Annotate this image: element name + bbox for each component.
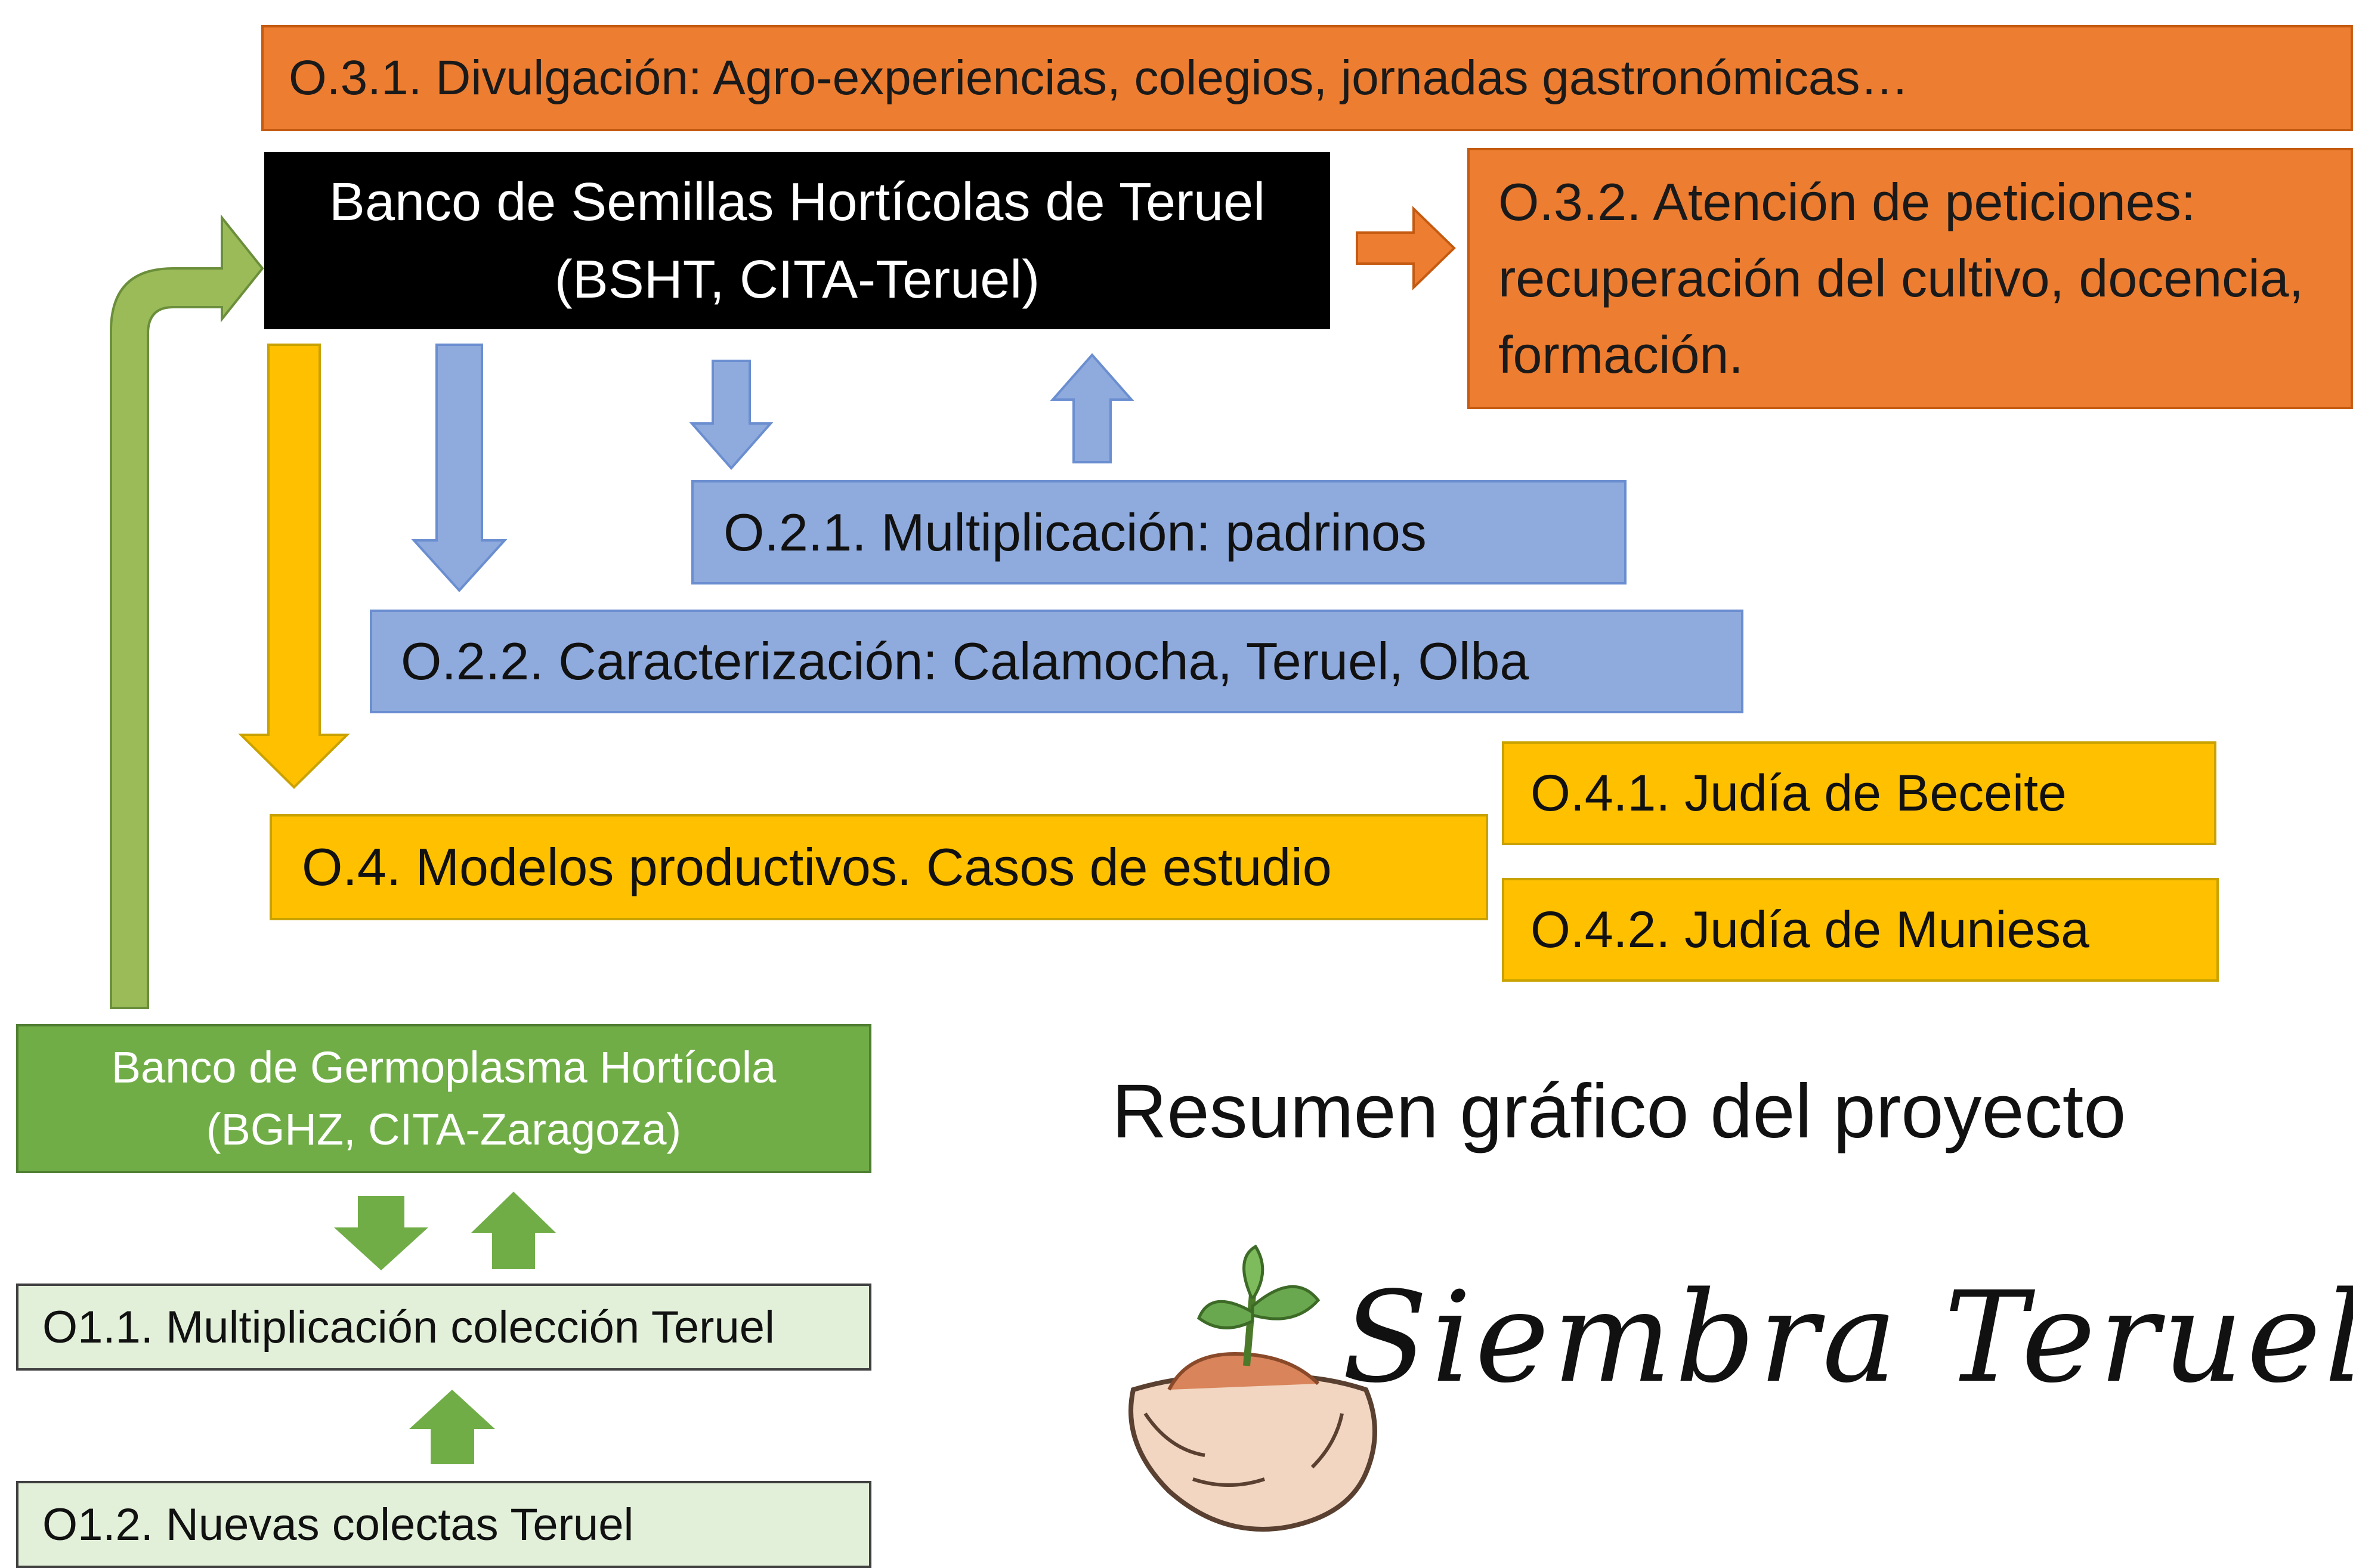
objective-o22-box: O.2.2. Caracterización: Calamocha, Terue…	[370, 610, 1743, 713]
objective-o4-box: O.4. Modelos productivos. Casos de estud…	[270, 814, 1488, 920]
blue-down-arrow-long	[411, 344, 508, 592]
orange-right-arrow	[1356, 206, 1456, 290]
objective-o32-box: O.3.2. Atención de peticiones: recuperac…	[1467, 148, 2353, 409]
bsht-title: Banco de Semillas Hortícolas de Teruel	[329, 172, 1266, 232]
diagram-caption: Resumen gráfico del proyecto	[1112, 1069, 2126, 1154]
hands-with-sprout-icon	[1128, 1244, 1377, 1532]
objective-o32-text: O.3.2. Atención de peticiones: recuperac…	[1498, 172, 2304, 384]
bsht-subtitle: (BSHT, CITA-Teruel)	[554, 249, 1040, 310]
objective-o31-text: O.3.1. Divulgación: Agro-experiencias, c…	[289, 51, 1909, 105]
blue-up-arrow	[1050, 352, 1134, 463]
bsht-box: Banco de Semillas Hortícolas de Teruel (…	[264, 152, 1330, 329]
yellow-down-arrow	[238, 344, 350, 789]
objective-o21-box: O.2.1. Multiplicación: padrinos	[691, 480, 1627, 584]
objective-o21-text: O.2.1. Multiplicación: padrinos	[723, 502, 1427, 562]
objective-o11-box: O1.1. Multiplicación colección Teruel	[16, 1284, 871, 1371]
green-bent-arrow	[110, 214, 264, 1009]
objective-o42-box: O.4.2. Judía de Muniesa	[1502, 878, 2219, 982]
objective-o31-box: O.3.1. Divulgación: Agro-experiencias, c…	[261, 25, 2353, 131]
green-up-arrow	[471, 1192, 556, 1269]
blue-down-arrow-short	[689, 360, 774, 471]
objective-o22-text: O.2.2. Caracterización: Calamocha, Terue…	[401, 632, 1529, 691]
green-up-arrow-2	[409, 1390, 495, 1464]
green-down-arrow	[334, 1196, 428, 1270]
objective-o42-text: O.4.2. Judía de Muniesa	[1530, 901, 2090, 958]
objective-o41-text: O.4.1. Judía de Beceite	[1530, 764, 2067, 822]
logo-wordmark: Siembra Teruel	[1342, 1264, 2353, 1411]
objective-o12-text: O1.2. Nuevas colectas Teruel	[42, 1499, 634, 1550]
objective-o11-text: O1.1. Multiplicación colección Teruel	[42, 1301, 775, 1353]
objective-o4-text: O.4. Modelos productivos. Casos de estud…	[302, 837, 1332, 896]
bghz-title: Banco de Germoplasma Hortícola	[111, 1043, 777, 1092]
bghz-subtitle: (BGHZ, CITA-Zaragoza)	[206, 1105, 682, 1154]
objective-o12-box: O1.2. Nuevas colectas Teruel	[16, 1481, 871, 1568]
bghz-box: Banco de Germoplasma Hortícola (BGHZ, CI…	[16, 1024, 871, 1173]
objective-o41-box: O.4.1. Judía de Beceite	[1502, 741, 2216, 845]
